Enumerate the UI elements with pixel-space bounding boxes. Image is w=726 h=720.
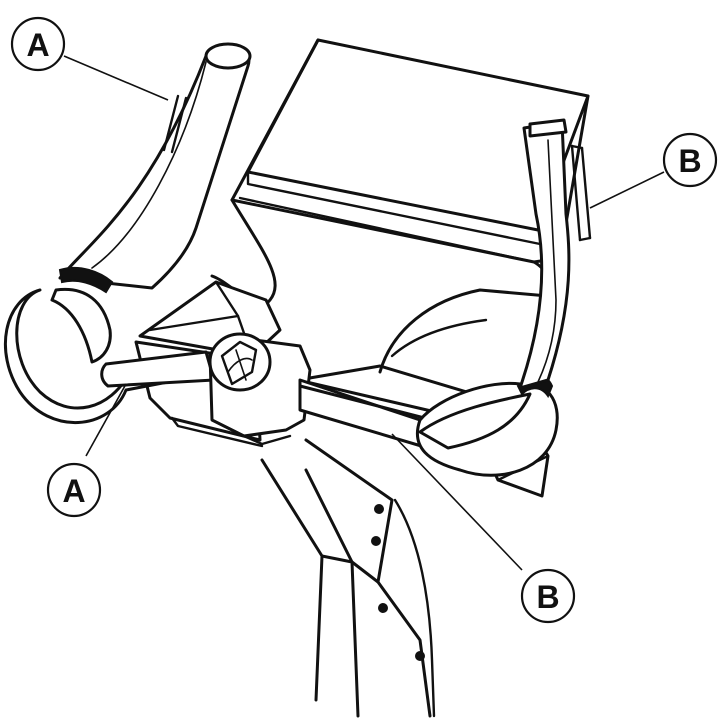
callout-b-top: B (662, 132, 718, 188)
callout-lines (63, 55, 665, 571)
callout-label-a-top: A (26, 27, 49, 63)
callout-label-a-bottom: A (62, 473, 85, 509)
callout-label-b-bottom: B (536, 579, 559, 615)
callout-b-bottom: B (520, 568, 576, 624)
callout-a-top: A (10, 16, 66, 72)
center-hub (208, 332, 312, 446)
callout-label-b-top: B (678, 143, 701, 179)
stem (260, 438, 436, 718)
callout-a-bottom: A (46, 462, 102, 518)
right-handlebar (298, 118, 592, 477)
